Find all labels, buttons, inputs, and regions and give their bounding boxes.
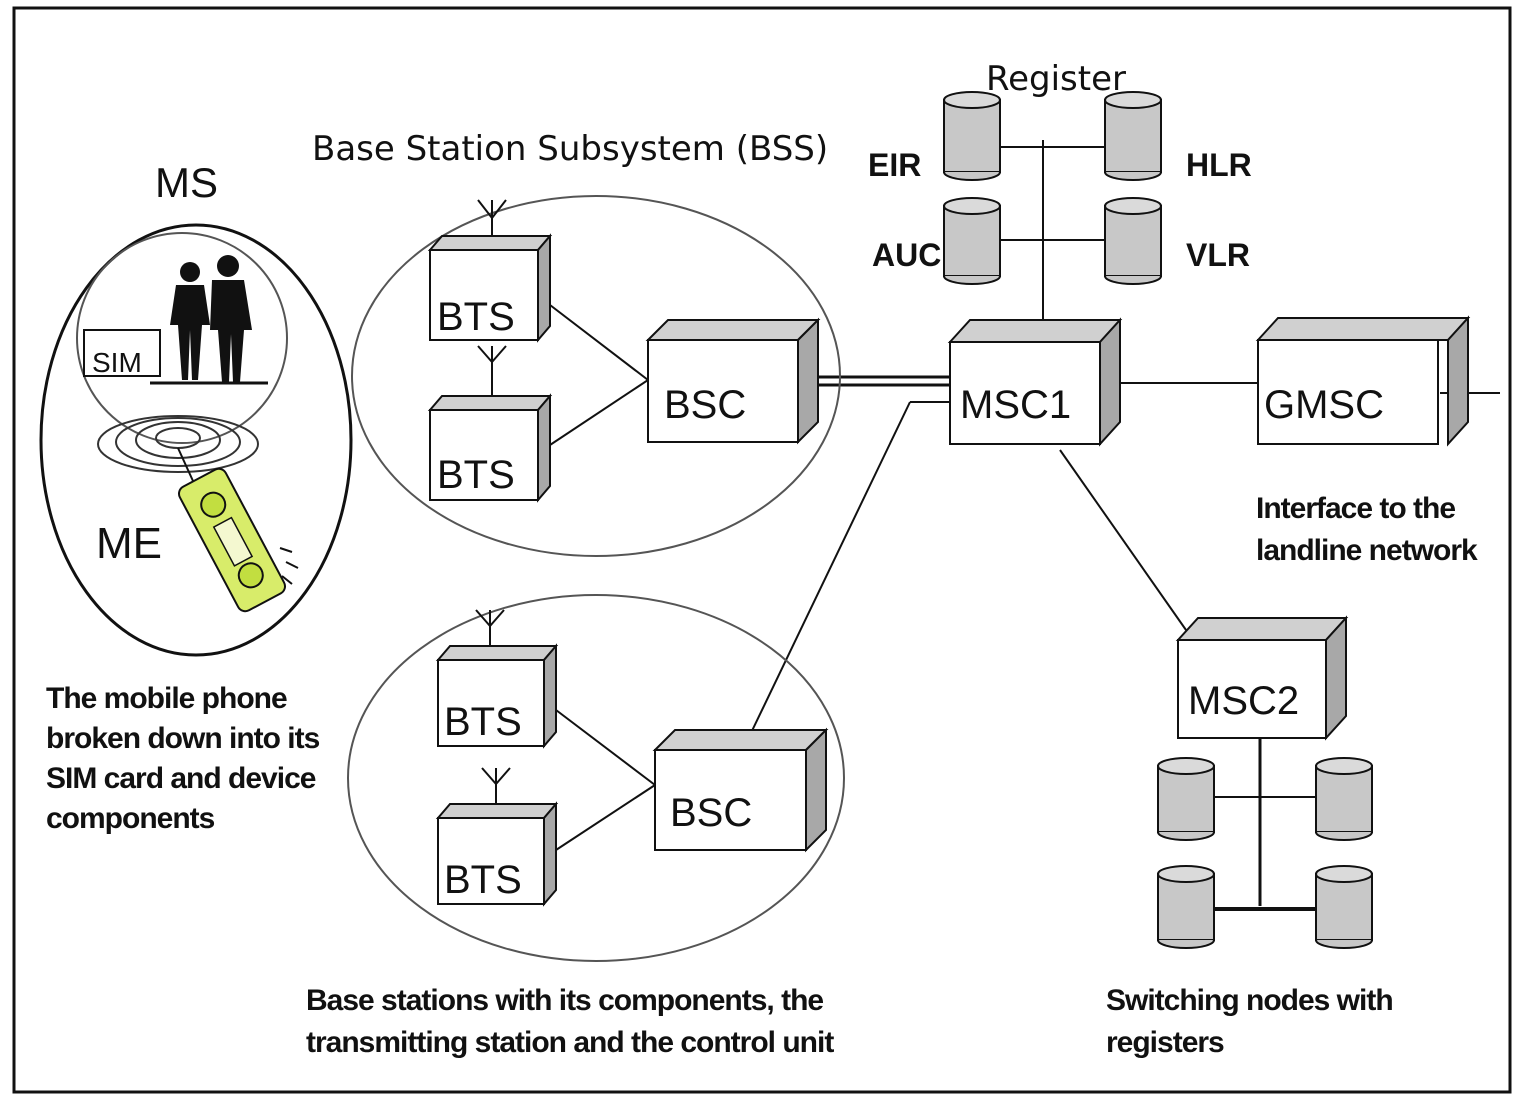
register-cylinder-auc [943, 197, 1001, 285]
bss-title: Base Station Subsystem (BSS) [312, 129, 828, 169]
ms-ellipse [39, 223, 353, 657]
bts-box: BTS [435, 801, 559, 907]
diagram-frame [12, 6, 1512, 1094]
bsc-label: BSC [670, 791, 752, 835]
people-icon [150, 255, 268, 385]
bts-label: BTS [437, 295, 515, 339]
register-cylinder-hlr [1104, 91, 1162, 181]
ms-caption-3: SIM card and device [46, 762, 316, 795]
ms-caption-4: components [46, 802, 215, 835]
antenna-icon [477, 199, 507, 240]
bts-label: BTS [444, 858, 522, 902]
ms-label: MS [155, 159, 218, 206]
sim-circle [76, 232, 288, 444]
msc2-label: MSC2 [1188, 679, 1299, 723]
gmsc-caption-2: landline network [1256, 534, 1478, 567]
msc2-box: MSC2 [1175, 615, 1349, 741]
auc-label: AUC [872, 237, 941, 273]
gmsc-box: GMSC [1255, 315, 1471, 447]
register-cylinder-eir [943, 91, 1001, 181]
bts-box: BTS [427, 233, 553, 343]
bsc-box: BSC [652, 727, 829, 853]
radio-waves-icon [97, 415, 259, 473]
msc1-label: MSC1 [960, 383, 1071, 427]
vlr-label: VLR [1186, 237, 1250, 273]
mobile-phone-icon [177, 467, 287, 613]
hlr-label: HLR [1186, 147, 1252, 183]
bss-caption-2: transmitting station and the control uni… [306, 1026, 834, 1059]
ms-caption-1: The mobile phone [46, 682, 287, 715]
eir-label: EIR [868, 147, 921, 183]
bts-box: BTS [427, 393, 553, 503]
bsc-box: BSC [645, 317, 821, 445]
bss-top-ellipse [351, 195, 841, 557]
gmsc-caption-1: Interface to the [1256, 492, 1455, 525]
bts-box: BTS [435, 643, 559, 749]
msc2-caption-2: registers [1106, 1026, 1224, 1059]
ms-caption-2: broken down into its [46, 722, 320, 755]
bts-label: BTS [444, 700, 522, 744]
bsc-label: BSC [664, 383, 746, 427]
register-cylinder [1315, 757, 1373, 841]
sim-box [83, 329, 161, 377]
antenna-icon [477, 345, 507, 396]
bss-bottom-ellipse [347, 594, 845, 962]
register-heading: Register [986, 59, 1126, 99]
register-cylinder [1315, 865, 1373, 949]
ring-marks-icon [279, 547, 299, 585]
me-label: ME [96, 519, 162, 568]
bss-caption-1: Base stations with its components, the [306, 984, 823, 1017]
connection-lines [549, 140, 1500, 911]
sim-label: SIM [92, 347, 142, 378]
antenna-icon [475, 609, 505, 650]
register-cylinder [1157, 865, 1215, 949]
msc2-caption-1: Switching nodes with [1106, 984, 1393, 1017]
gmsc-label: GMSC [1264, 383, 1384, 427]
register-cylinder [1157, 757, 1215, 841]
bts-label: BTS [437, 453, 515, 497]
register-cylinder-vlr [1104, 197, 1162, 285]
mobile-station: MS SIM [39, 159, 353, 835]
msc1-box: MSC1 [947, 317, 1123, 447]
